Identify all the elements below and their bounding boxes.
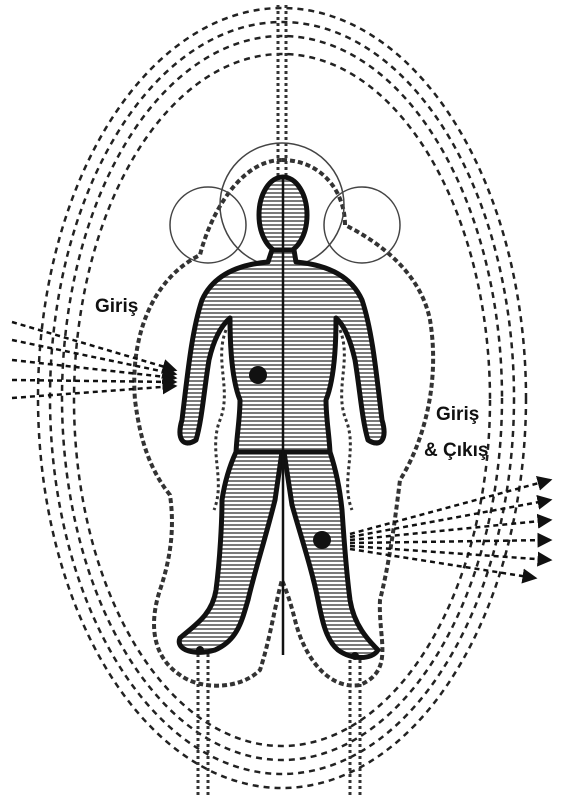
foot-point-right	[351, 652, 359, 660]
entry-exit-label-line2: & Çıkış	[424, 440, 488, 462]
entry-exit-arrows-right	[350, 480, 550, 578]
entry-label: Giriş	[95, 296, 138, 318]
figure-left-leg	[179, 452, 282, 652]
leg-ground-channels	[198, 630, 360, 795]
vertical-energy-channel	[278, 5, 286, 200]
entry-exit-label-line1: Giriş	[436, 404, 479, 426]
entry-arrows-left	[12, 322, 175, 398]
knee-energy-point	[313, 531, 331, 549]
foot-point-left	[196, 646, 204, 654]
entry-energy-point	[249, 366, 267, 384]
